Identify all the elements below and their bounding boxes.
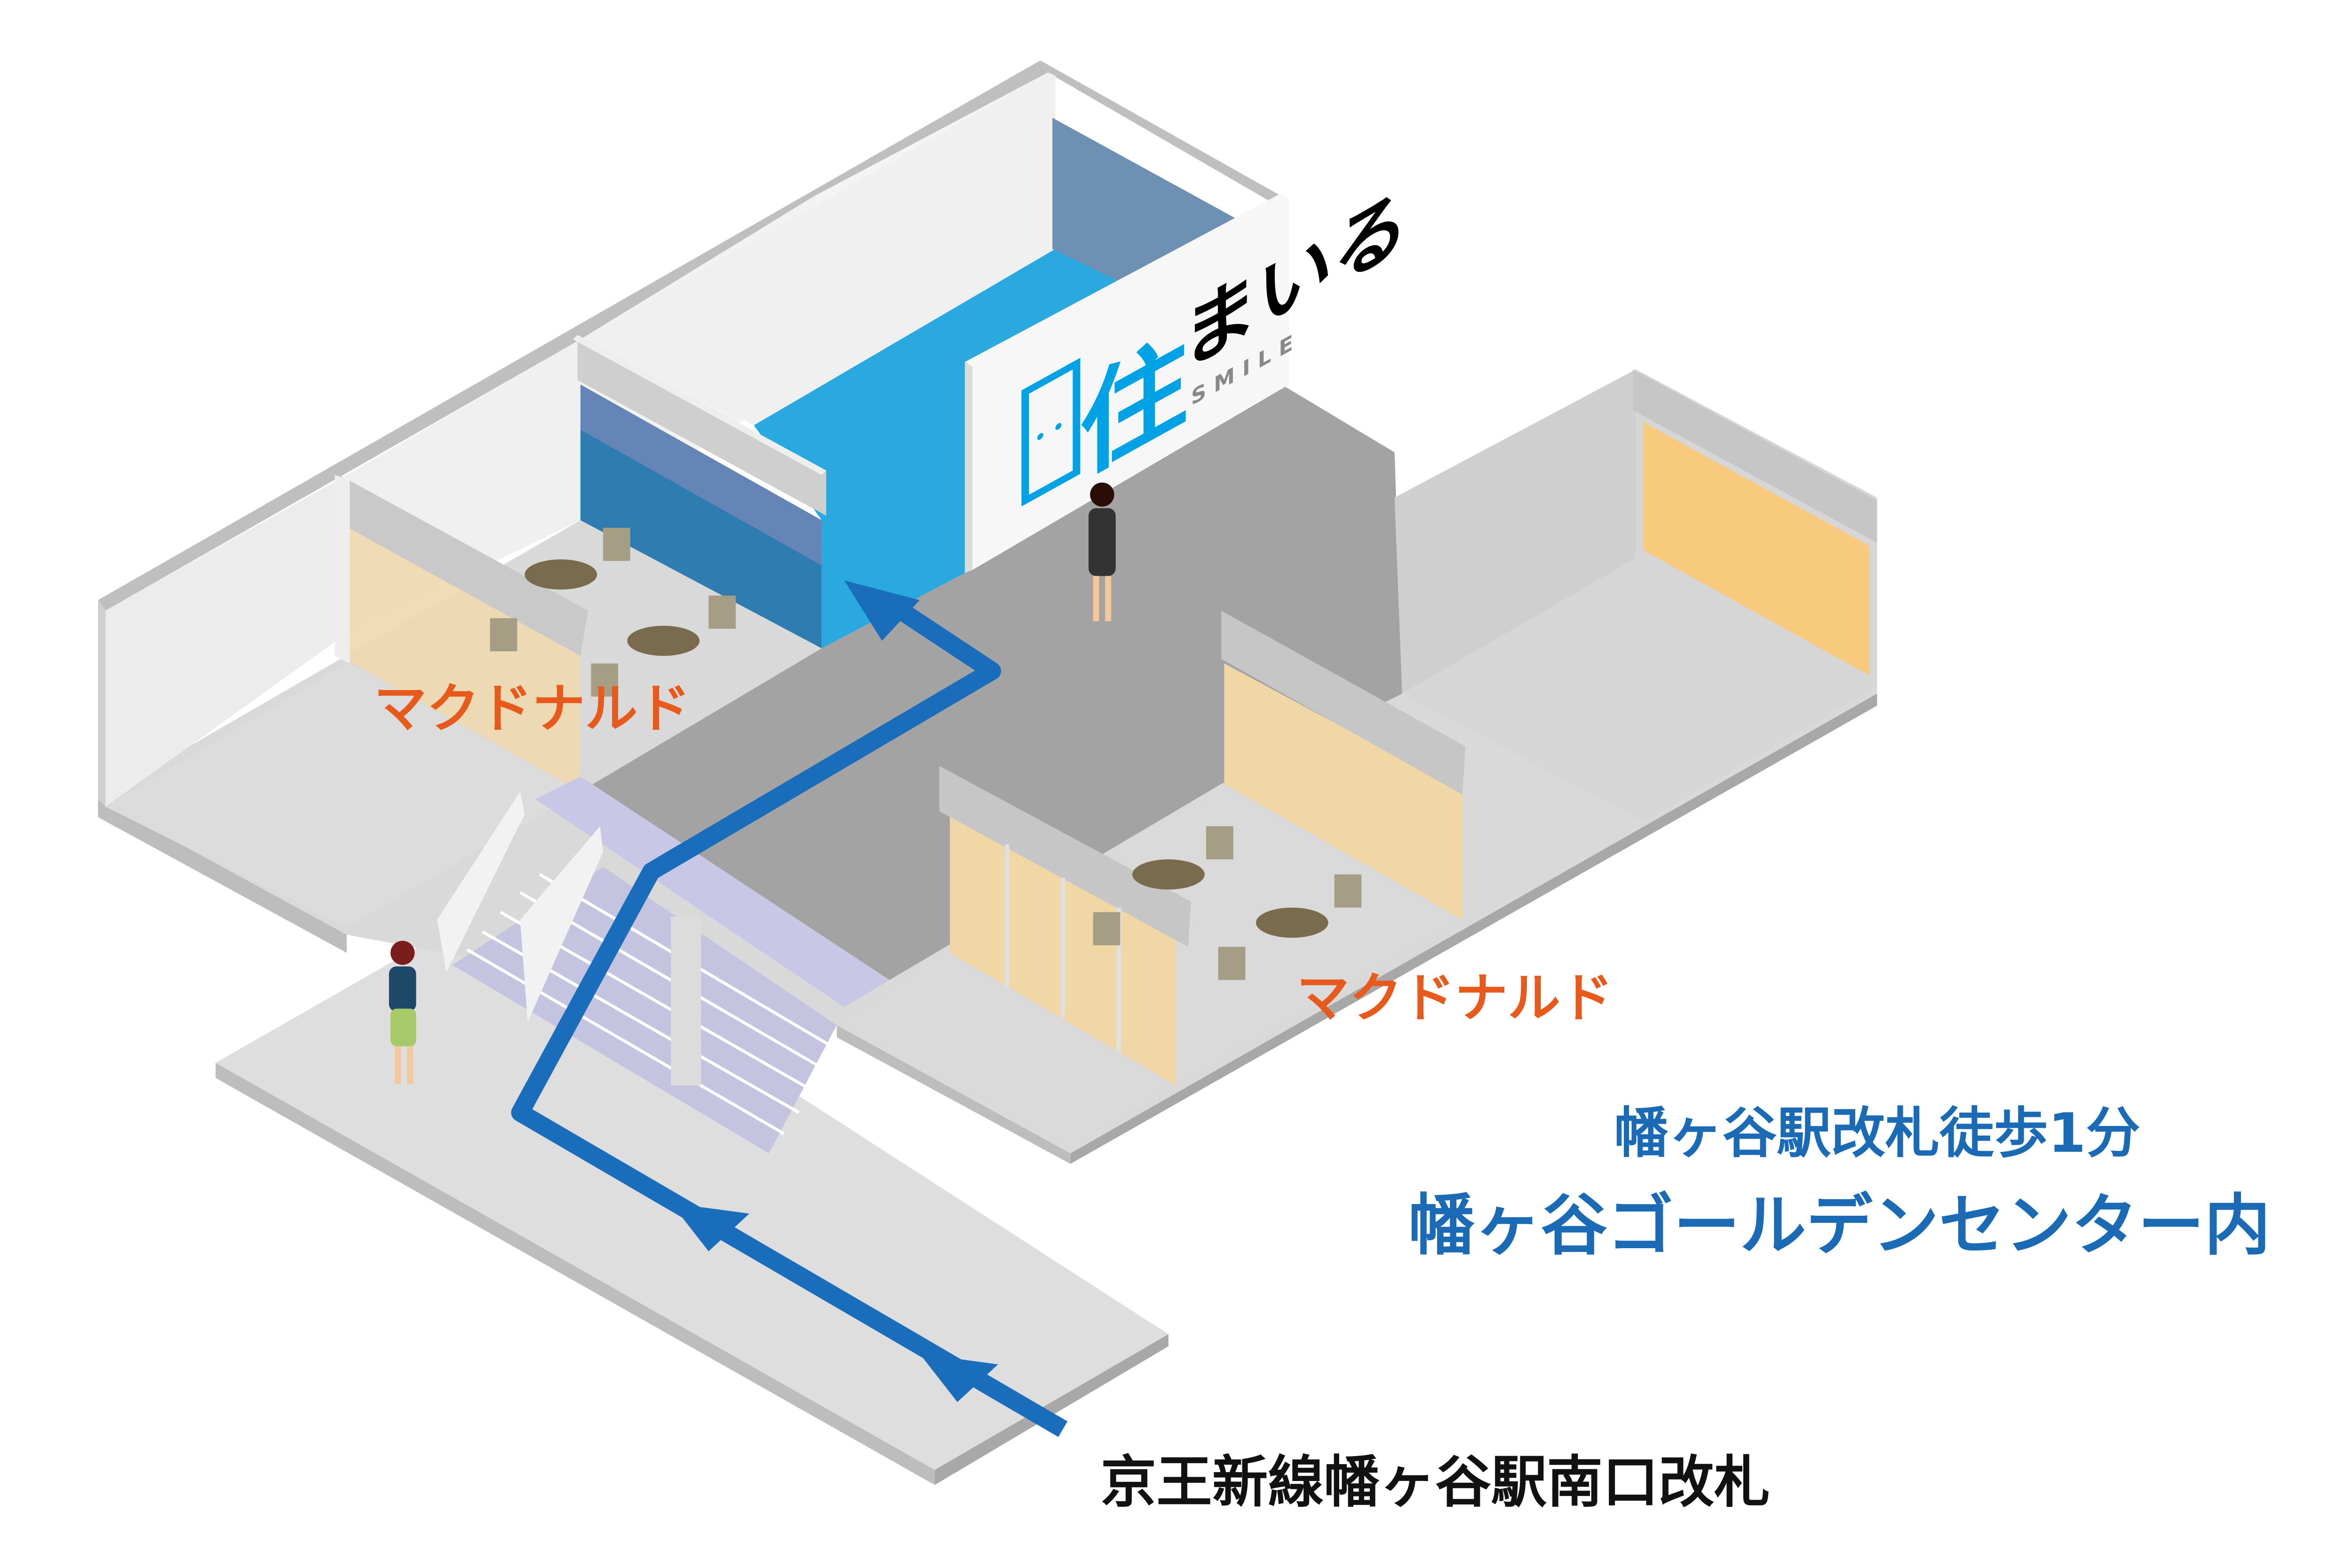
tables [524, 559, 1328, 938]
route-path [511, 580, 1068, 1437]
logo-kana: まいる [1182, 173, 1408, 387]
info-walk-time: 幡ヶ谷駅改札徒歩1分 [1614, 1102, 2140, 1165]
staircase [437, 792, 838, 1154]
person-staff [1089, 482, 1116, 621]
store-label-left: マクドナルド [374, 678, 691, 739]
route-arrow-end [844, 580, 920, 641]
info-building: 幡ヶ谷ゴールデンセンター内 [1408, 1187, 2271, 1264]
store-label-right: マクドナルド [1296, 968, 1613, 1029]
route-arrow-start [920, 1354, 998, 1402]
person-visitor [389, 941, 416, 1084]
entrance-label: 京王新線幡ヶ谷駅南口改札 [1101, 1450, 1770, 1515]
route-arrow-mid [671, 1203, 749, 1251]
chairs [490, 528, 1362, 980]
ground-walkway [215, 902, 1168, 1485]
upper-level [98, 60, 1877, 1164]
